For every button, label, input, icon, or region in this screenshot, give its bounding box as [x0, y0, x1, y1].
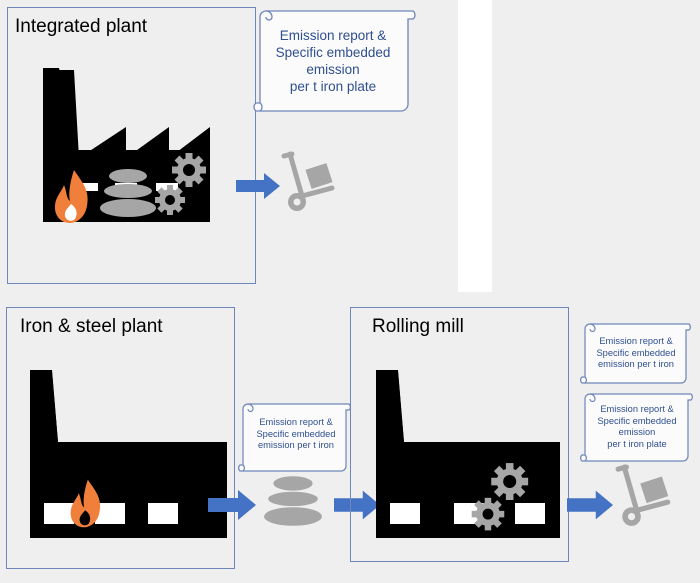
hand-truck-icon: [281, 151, 335, 211]
report-line: emission: [618, 427, 656, 438]
right-panel: [492, 0, 700, 292]
flame-icon: [70, 479, 101, 528]
report-line: Emission report &: [599, 336, 673, 346]
report-line: emission per t iron: [258, 440, 334, 451]
gear-icon: [155, 153, 206, 215]
iron-steel-plant-title: Iron & steel plant: [20, 316, 163, 337]
arrow-right-icon: [334, 490, 380, 520]
report-line: Specific embedded: [596, 347, 676, 358]
report-line: Emission report &: [600, 404, 674, 414]
stones-icon: [264, 476, 322, 526]
iron-steel-plant-box: [6, 307, 235, 569]
scroll-icon: [253, 10, 416, 112]
scroll-icon: [580, 393, 693, 462]
report-line: per t iron plate: [289, 78, 377, 94]
arrow-right-icon: [208, 490, 256, 520]
hand-truck-icon: [615, 464, 671, 526]
rolling-report-plate-text: Emission report & Specific embedded emis…: [587, 404, 687, 450]
report-line: Emission report &: [279, 28, 387, 43]
integrated-plant-box: [7, 7, 256, 284]
flame-icon: [54, 170, 88, 223]
report-line: Emission report &: [259, 417, 333, 427]
stones-icon: [100, 169, 156, 217]
report-line: per t iron plate: [607, 438, 667, 449]
scroll-icon: [580, 323, 691, 384]
arrow-right-icon: [567, 490, 613, 520]
report-line: Specific embedded: [597, 415, 677, 426]
iron-steel-report-text: Emission report & Specific embedded emis…: [246, 417, 346, 452]
report-line: emission per t iron: [598, 359, 674, 370]
rolling-mill-title: Rolling mill: [372, 316, 464, 337]
rolling-mill-box: [350, 307, 569, 562]
scroll-icon: [238, 403, 351, 472]
rolling-report-iron-text: Emission report & Specific embedded emis…: [587, 336, 685, 371]
report-line: Specific embedded: [275, 44, 391, 60]
report-line: emission: [306, 61, 360, 77]
integrated-report-text: Emission report & Specific embedded emis…: [262, 28, 404, 96]
gear-icon: [471, 463, 529, 531]
report-line: Specific embedded: [256, 428, 336, 439]
arrow-right-icon: [236, 173, 280, 199]
integrated-plant-title: Integrated plant: [15, 16, 148, 37]
